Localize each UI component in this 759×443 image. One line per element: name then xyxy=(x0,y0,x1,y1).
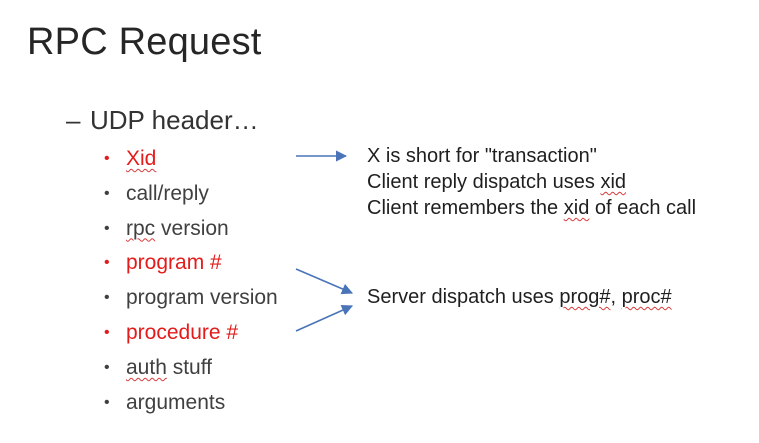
note-text-prog: prog# xyxy=(559,286,611,308)
note-dispatch: Server dispatch uses prog#, proc# xyxy=(367,284,672,310)
bullet-icon: • xyxy=(104,150,110,167)
note-text: of each call xyxy=(589,197,697,219)
note-text: Server dispatch uses xyxy=(367,286,560,308)
bullet-text-part: rpc xyxy=(126,216,156,240)
bullet-icon: • xyxy=(104,219,110,237)
arrow-program-icon xyxy=(295,268,354,295)
bullet-text: auth stuff xyxy=(126,351,212,386)
bullet-text-part: auth xyxy=(126,355,167,379)
note-text: Client reply dispatch uses xyxy=(367,171,601,193)
bullet-text: call/reply xyxy=(126,181,209,205)
bullet-icon: • xyxy=(104,323,110,341)
note-xid-line-1: X is short for "transaction" xyxy=(367,145,597,167)
note-xid-line-2: Client reply dispatch uses xid xyxy=(367,169,626,195)
bullet-text: Xid xyxy=(126,147,157,170)
bullet-text: program version xyxy=(126,286,278,310)
bullet-text-part: version xyxy=(155,216,229,240)
bullet-text: procedure # xyxy=(126,320,239,344)
bullet-text-part: stuff xyxy=(166,355,213,379)
bullet-text: program # xyxy=(126,251,222,275)
bullet-icon: • xyxy=(104,289,110,307)
arrow-procedure-icon xyxy=(295,304,354,332)
note-text-proc: proc# xyxy=(621,286,672,308)
subheading-dash: – xyxy=(66,105,81,135)
bullet-icon: • xyxy=(104,184,110,202)
note-text-xid: xid xyxy=(563,197,590,219)
bullet-icon: • xyxy=(104,393,110,411)
note-text-xid: xid xyxy=(600,171,627,193)
bullet-icon: • xyxy=(104,358,110,376)
bullet-icon: • xyxy=(104,254,110,272)
subheading: –UDP header… xyxy=(66,102,259,138)
note-xid-line-3: Client remembers the xid of each call xyxy=(367,195,696,221)
subheading-text: UDP header… xyxy=(90,105,259,135)
bullet-text: arguments xyxy=(126,390,226,414)
bullet-text: rpc version xyxy=(126,212,229,247)
note-text: , xyxy=(610,286,622,308)
slide-title: RPC Request xyxy=(27,21,262,63)
note-text: Client remembers the xyxy=(367,197,564,219)
